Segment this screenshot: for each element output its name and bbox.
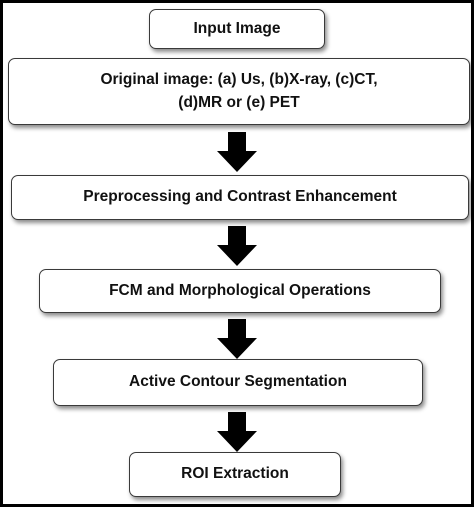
step-label: Original image: (a) Us, (b)X-ray, (c)CT,…	[100, 69, 377, 114]
step-original-image: Original image: (a) Us, (b)X-ray, (c)CT,…	[8, 58, 470, 125]
step-label-line-1: Original image: (a) Us, (b)X-ray, (c)CT,	[100, 71, 378, 89]
step-preprocessing: Preprocessing and Contrast Enhancement	[11, 175, 469, 220]
step-label: ROI Extraction	[181, 465, 289, 483]
step-fcm-morphological: FCM and Morphological Operations	[39, 269, 441, 313]
step-label: Input Image	[193, 19, 281, 37]
step-active-contour: Active Contour Segmentation	[53, 359, 423, 406]
step-label: Active Contour Segmentation	[129, 373, 347, 391]
down-arrow-icon	[217, 226, 257, 266]
down-arrow-icon	[217, 132, 257, 172]
down-arrow-icon	[217, 412, 257, 452]
step-label: FCM and Morphological Operations	[109, 281, 371, 299]
down-arrow-icon	[217, 319, 257, 359]
step-label-line-2: (d)MR or (e) PET	[178, 93, 300, 111]
step-input-image: Input Image	[149, 9, 325, 49]
step-label: Preprocessing and Contrast Enhancement	[83, 188, 397, 206]
step-roi-extraction: ROI Extraction	[129, 452, 341, 497]
